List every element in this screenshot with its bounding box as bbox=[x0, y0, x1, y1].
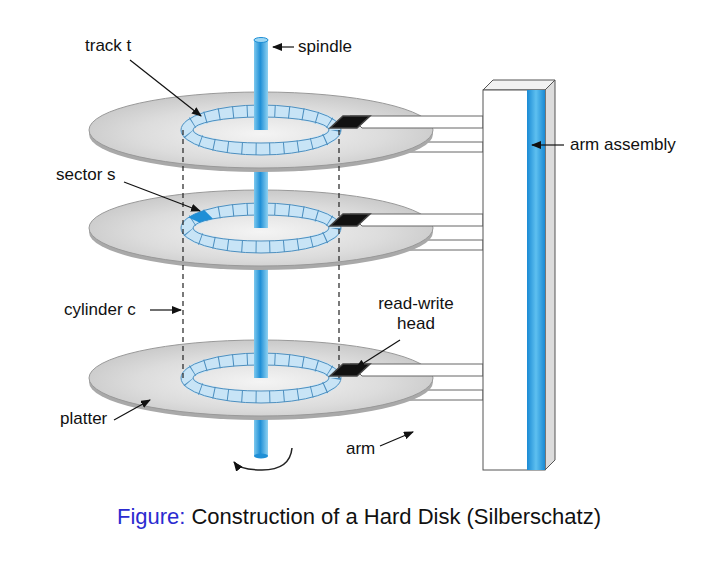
cylinder-outline bbox=[183, 130, 339, 380]
figure-caption: Construction of a Hard Disk (Silberschat… bbox=[191, 503, 601, 531]
arm-assembly-column bbox=[483, 80, 555, 470]
spindle-label: spindle bbox=[298, 37, 352, 57]
cylinder-label: cylinder c bbox=[64, 300, 136, 320]
arm-assembly-label: arm assembly bbox=[570, 135, 676, 155]
caption-row: Figure:Construction of a Hard Disk (Silb… bbox=[0, 503, 718, 531]
figure-prefix: Figure: bbox=[117, 503, 185, 531]
spindle-shaft bbox=[254, 40, 268, 130]
head-label: read-write head bbox=[360, 294, 472, 334]
platter-disk bbox=[89, 340, 483, 420]
platter-disk bbox=[89, 190, 483, 270]
sector-label: sector s bbox=[56, 165, 116, 185]
arm-label: arm bbox=[346, 439, 375, 459]
arm-with-head bbox=[330, 116, 483, 376]
rotation-arrow bbox=[234, 448, 292, 470]
track-label: track t bbox=[85, 36, 131, 56]
platter-disk bbox=[89, 92, 483, 172]
platter-label: platter bbox=[60, 409, 107, 429]
sector-highlight bbox=[189, 210, 214, 222]
leader-line bbox=[114, 47, 564, 446]
